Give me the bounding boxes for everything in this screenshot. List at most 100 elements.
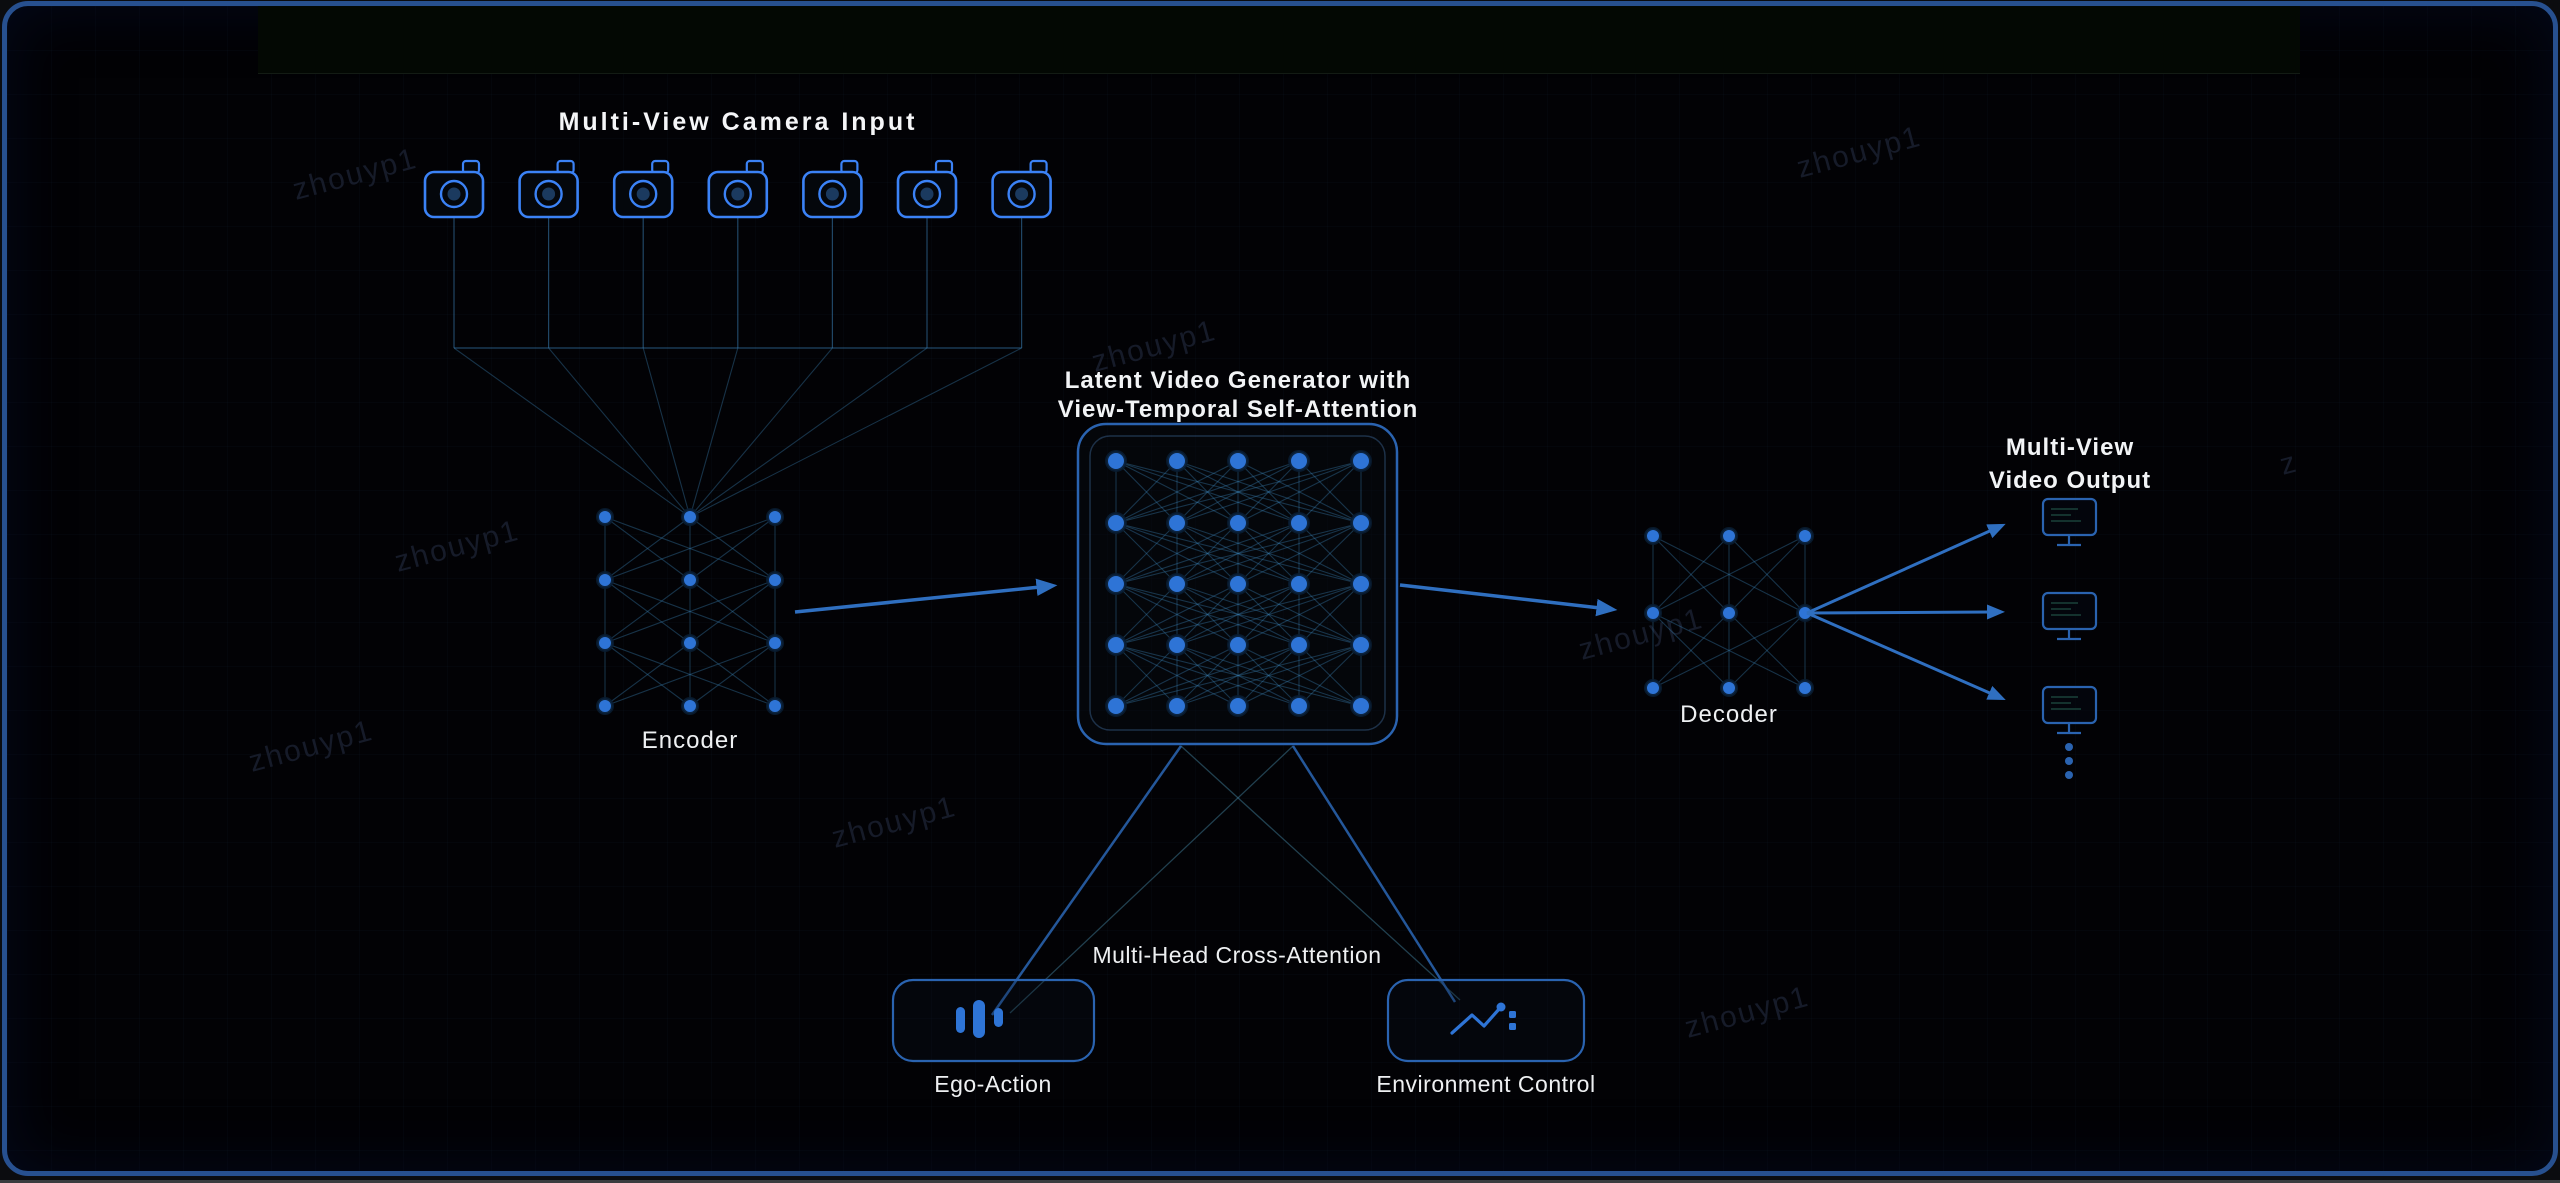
camera-row bbox=[423, 159, 1052, 219]
encoder-node bbox=[681, 634, 699, 652]
page-bottom-edge bbox=[0, 1180, 2560, 1183]
encoder-label: Encoder bbox=[642, 727, 738, 754]
encoder-node bbox=[596, 571, 614, 589]
latent-node bbox=[1350, 450, 1372, 472]
latent-title-line2: View-Temporal Self-Attention bbox=[1058, 396, 1418, 423]
encoder-node bbox=[596, 508, 614, 526]
encoder-to-latent-arrow bbox=[794, 578, 1058, 614]
camera-icon bbox=[518, 159, 579, 219]
latent-node bbox=[1288, 450, 1310, 472]
latent-node bbox=[1350, 512, 1372, 534]
encoder-node bbox=[766, 634, 784, 652]
encoder-node bbox=[596, 697, 614, 715]
decoder-network bbox=[1644, 527, 1814, 697]
latent-node bbox=[1350, 695, 1372, 717]
camera-icon bbox=[991, 159, 1052, 219]
monitor-icon bbox=[2041, 685, 2098, 735]
camera-fan-line bbox=[689, 347, 833, 518]
decoder-node bbox=[1720, 527, 1738, 545]
latent-node bbox=[1105, 634, 1127, 656]
latent-node bbox=[1288, 512, 1310, 534]
watermark-text: zhouyp1 bbox=[1681, 980, 1813, 1045]
encoder-node bbox=[596, 634, 614, 652]
latent-node bbox=[1227, 695, 1249, 717]
latent-node bbox=[1227, 512, 1249, 534]
cross-attention-label: Multi-Head Cross-Attention bbox=[1092, 942, 1381, 968]
latent-node bbox=[1105, 573, 1127, 595]
camera-fan-line bbox=[689, 347, 928, 518]
camera-fan-line bbox=[642, 347, 691, 518]
ellipsis-dot bbox=[2065, 743, 2073, 751]
camera-fan-line bbox=[689, 347, 739, 518]
ellipsis-dot bbox=[2065, 757, 2073, 765]
decoder-node bbox=[1796, 527, 1814, 545]
camera-input-title: Multi-View Camera Input bbox=[559, 108, 918, 136]
watermark-text: zhouyp1 bbox=[391, 514, 523, 579]
latent-to-ego-line bbox=[990, 745, 1183, 1016]
watermark-text: zhouyp1 bbox=[289, 142, 421, 207]
latent-to-decoder-arrow bbox=[1399, 583, 1618, 617]
decoder-to-monitor2-arrow bbox=[1806, 604, 2005, 620]
decoder-node bbox=[1720, 679, 1738, 697]
latent-node bbox=[1166, 512, 1188, 534]
encoder-node bbox=[681, 508, 699, 526]
camera-fan-lines bbox=[453, 217, 1023, 518]
watermark-text: zhouyp1 bbox=[245, 714, 377, 779]
camera-fan-line bbox=[548, 347, 691, 518]
ego-action-label: Ego-Action bbox=[934, 1071, 1052, 1097]
decoder-node bbox=[1796, 679, 1814, 697]
camera-icon bbox=[612, 159, 674, 219]
latent-generator-inner-box bbox=[1089, 435, 1386, 731]
output-title-line1: Multi-View bbox=[2006, 434, 2134, 461]
latent-node bbox=[1227, 573, 1249, 595]
decoder-node bbox=[1720, 604, 1738, 622]
monitor-column bbox=[2041, 497, 2098, 735]
camera-icon bbox=[802, 159, 863, 219]
camera-icon bbox=[896, 159, 958, 219]
environment-control-label: Environment Control bbox=[1376, 1071, 1595, 1097]
decoder-to-monitor1-arrow bbox=[1806, 523, 2006, 615]
latent-title-line1: Latent Video Generator with bbox=[1065, 367, 1412, 394]
latent-node bbox=[1288, 573, 1310, 595]
watermark-text: zhouyp1 bbox=[1575, 602, 1707, 667]
decoder-label: Decoder bbox=[1680, 701, 1778, 728]
latent-to-ego-cross-line bbox=[1009, 745, 1294, 1014]
output-title-line2: Video Output bbox=[1989, 467, 2151, 494]
decoder-node bbox=[1644, 604, 1662, 622]
decoder-node bbox=[1644, 679, 1662, 697]
latent-node bbox=[1166, 450, 1188, 472]
camera-fan-line bbox=[453, 347, 691, 518]
latent-node bbox=[1166, 634, 1188, 656]
encoder-node bbox=[766, 571, 784, 589]
latent-node bbox=[1166, 695, 1188, 717]
camera-icon bbox=[707, 159, 769, 219]
latent-node bbox=[1105, 450, 1127, 472]
decoder-to-monitor3-arrow bbox=[1806, 611, 2006, 701]
latent-node bbox=[1288, 695, 1310, 717]
latent-to-env-cross-line bbox=[1180, 745, 1461, 1001]
monitor-icon bbox=[2041, 497, 2098, 547]
camera-icon bbox=[423, 159, 485, 219]
encoder-node bbox=[681, 571, 699, 589]
equalizer-bars-icon bbox=[956, 1000, 1003, 1038]
encoder-node bbox=[766, 508, 784, 526]
latent-node bbox=[1288, 634, 1310, 656]
camera-fan-line bbox=[689, 347, 1022, 518]
ellipsis-dot bbox=[2065, 771, 2073, 779]
top-band bbox=[258, 6, 2300, 74]
latent-to-env-line bbox=[1291, 745, 1457, 1003]
encoder-node bbox=[681, 697, 699, 715]
ego-action-box bbox=[891, 978, 1096, 1063]
watermark-text: zhouyp1 bbox=[828, 790, 960, 855]
latent-node bbox=[1166, 573, 1188, 595]
environment-control-box bbox=[1386, 978, 1586, 1063]
latent-node bbox=[1105, 512, 1127, 534]
encoder-node bbox=[766, 697, 784, 715]
latent-node bbox=[1227, 634, 1249, 656]
watermark-text: zhouyp1 bbox=[1793, 120, 1925, 185]
latent-node bbox=[1350, 634, 1372, 656]
latent-node bbox=[1350, 573, 1372, 595]
encoder-network bbox=[596, 508, 784, 715]
